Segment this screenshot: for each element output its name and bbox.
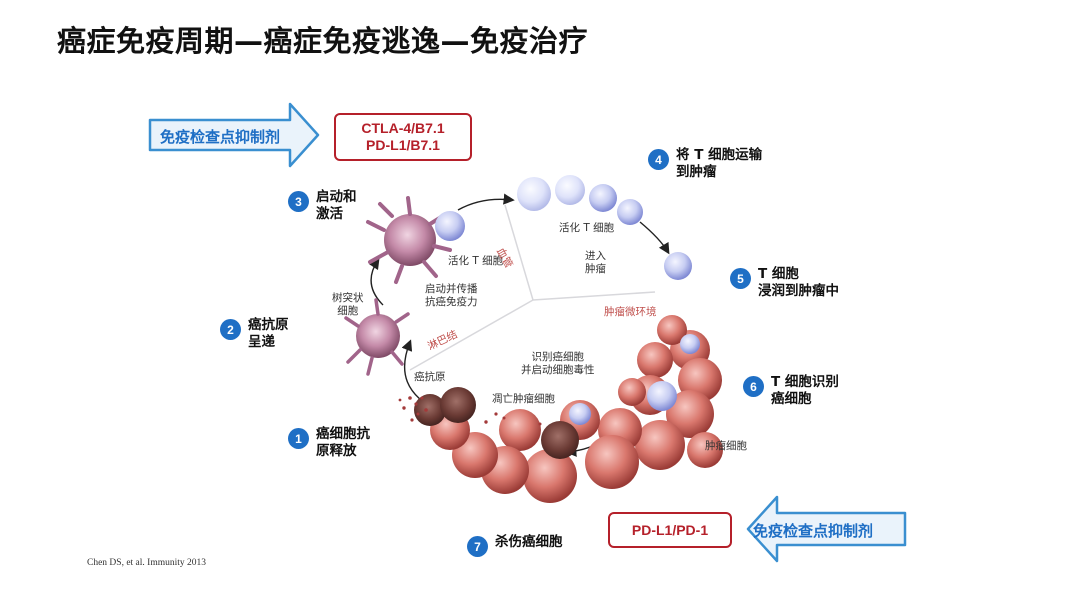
step-label: T 细胞识别 癌细胞: [771, 374, 839, 407]
arrow-activation-to-blood: [457, 193, 515, 211]
step-number-badge: 1: [288, 428, 309, 449]
checkpoint-arrow-top: [148, 102, 320, 168]
step-2: 2 癌抗原 呈递: [220, 317, 289, 351]
step-4: 4 将 T 细胞运输 到肿瘤: [648, 147, 762, 181]
step-number-badge: 5: [730, 268, 751, 289]
step-label: 将 T 细胞运输 到肿瘤: [676, 147, 763, 180]
tumor-mass: [414, 315, 723, 503]
label-enter-tumor: 进入 肿瘤: [585, 250, 606, 275]
dendritic-cell: [344, 298, 410, 376]
label-recognize-cancer: 识别癌细胞 并启动细胞毒性: [521, 351, 595, 376]
page-title: 癌症免疫周期—癌症免疫逃逸—免疫治疗: [57, 24, 589, 58]
t-cells: [435, 175, 700, 425]
checkpoint-target-box-bottom: PD-L1/PD-1: [608, 512, 732, 548]
antigen-particles: [398, 396, 542, 426]
step-label: T 细胞 浸润到肿瘤中: [758, 266, 839, 299]
dendritic-cell-activated: [366, 196, 452, 284]
arrow-blood-to-tumor: [639, 221, 670, 255]
checkpoint-target-bottom-line1: PD-L1/PD-1: [631, 521, 709, 538]
step-5: 5 T 细胞 浸润到肿瘤中: [730, 266, 839, 300]
region-label-tumor-microenvironment: 肿瘤微环境: [604, 306, 657, 318]
step-6: 6 T 细胞识别 癌细胞: [743, 374, 839, 408]
label-activated-t-cell-top: 活化 T 细胞: [559, 222, 615, 234]
arrow-dc-to-activation: [368, 257, 384, 306]
checkpoint-label-top: 免疫检查点抑制剂: [160, 128, 281, 146]
step-number-badge: 3: [288, 191, 309, 212]
checkpoint-target-top-line1: CTLA-4/B7.1: [361, 120, 445, 136]
label-tumor-cell: 肿瘤细胞: [705, 440, 747, 452]
step-label: 启动和 激活: [316, 189, 357, 222]
step-3: 3 启动和 激活: [288, 189, 357, 223]
label-activated-t-cell-left: 活化 T 细胞: [448, 255, 504, 267]
step-label: 杀伤癌细胞: [495, 534, 563, 550]
label-cancer-antigen: 癌抗原: [414, 371, 446, 383]
citation: Chen DS, et al. Immunity 2013: [87, 558, 207, 568]
step-7: 7 杀伤癌细胞: [467, 534, 563, 557]
label-dendritic-cell: 树突状 细胞: [332, 292, 364, 317]
checkpoint-arrow-bottom: [746, 495, 907, 563]
label-prime-propagate: 启动并传播 抗癌免疫力: [425, 283, 478, 308]
label-dying-tumor-cell: 凋亡肿瘤细胞: [492, 393, 555, 405]
checkpoint-target-box-top: CTLA-4/B7.1 PD-L1/B7.1: [334, 113, 472, 161]
checkpoint-target-top-line2: PD-L1/B7.1: [366, 137, 440, 153]
step-number-badge: 6: [743, 376, 764, 397]
region-divider-lines: [409, 204, 656, 371]
step-number-badge: 4: [648, 149, 669, 170]
step-label: 癌细胞抗 原释放: [316, 426, 370, 459]
step-number-badge: 7: [467, 536, 488, 557]
checkpoint-label-bottom: 免疫检查点抑制剂: [753, 522, 874, 540]
step-1: 1 癌细胞抗 原释放: [288, 426, 370, 460]
step-number-badge: 2: [220, 319, 241, 340]
step-label: 癌抗原 呈递: [248, 317, 289, 350]
